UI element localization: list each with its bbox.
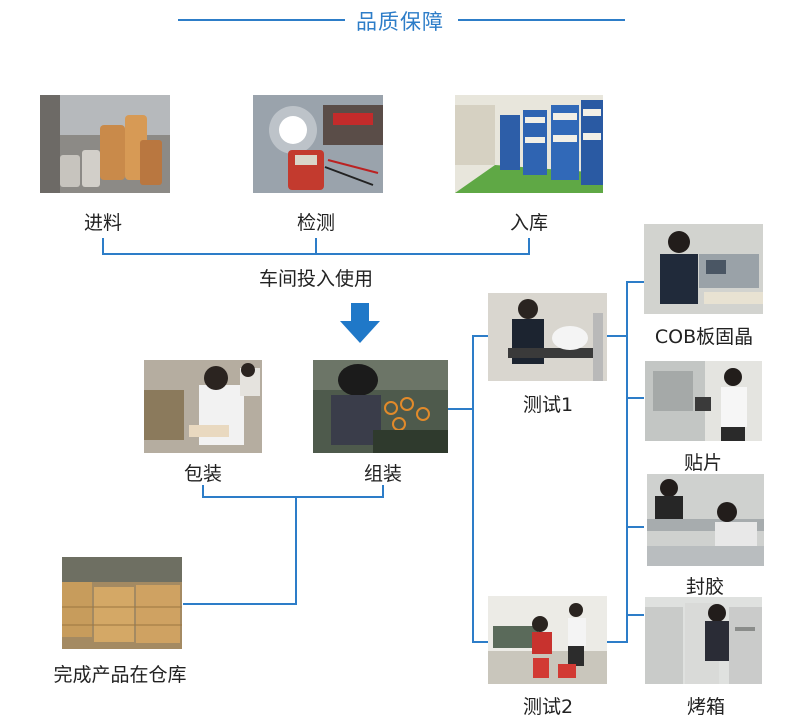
label-storage: 入库: [509, 212, 548, 234]
photo-test2: [488, 596, 607, 684]
photo-finished-goods: [62, 557, 182, 649]
photo-incoming-wire: [40, 95, 170, 193]
photo-inspection: [253, 95, 383, 193]
page-title: 品质保障: [356, 10, 444, 34]
title-line-left: [178, 19, 345, 21]
label-workshop-use: 车间投入使用: [258, 268, 373, 290]
photo-packing: [144, 360, 262, 453]
label-encapsulation: 封胶: [685, 576, 724, 598]
label-packing: 包装: [183, 463, 222, 485]
label-assembly: 组装: [363, 463, 402, 485]
label-oven: 烤箱: [686, 696, 725, 718]
photo-assembly: [313, 360, 448, 453]
label-incoming-material: 进料: [83, 212, 122, 234]
title-line-right: [458, 19, 625, 21]
photo-warehouse-shelves: [455, 95, 603, 193]
photo-test1: [488, 293, 607, 381]
label-test1: 测试1: [522, 394, 574, 416]
label-test2: 测试2: [522, 696, 574, 718]
photo-smt-placement: [645, 361, 762, 441]
photo-encapsulation: [647, 474, 764, 566]
label-inspection: 检测: [296, 212, 335, 234]
photo-cob-die-bonding: [644, 224, 763, 314]
photo-oven: [645, 597, 762, 684]
down-arrow-icon: [340, 303, 380, 343]
label-cob-die-bonding: COB板固晶: [654, 326, 754, 348]
label-smt-placement: 贴片: [683, 452, 722, 474]
label-finished-in-warehouse: 完成产品在仓库: [53, 664, 187, 686]
